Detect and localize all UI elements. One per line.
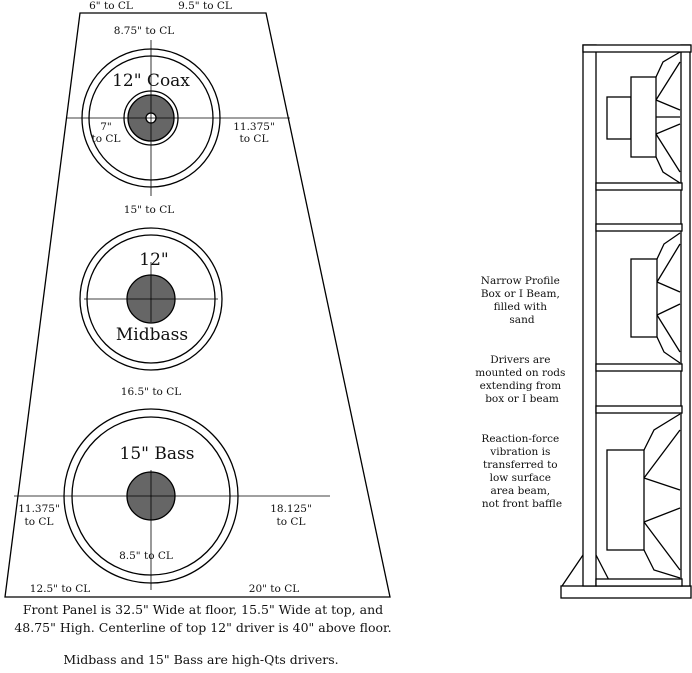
midbass-outer-ring [79,227,223,371]
note-reaction-line: vibration is [489,446,550,458]
note-reaction-line: area beam, [491,485,551,497]
floor-left-dimension: 12.5" to CL [30,583,90,595]
rod-1 [595,182,683,191]
top-right-dimension: 9.5" to CL [178,0,232,12]
note-drivers: Drivers are mounted on rods extending fr… [475,354,569,405]
note-reaction-line: transferred to [483,459,558,471]
note-drivers-line: mounted on rods [475,367,565,379]
coax-left-dimension-unit: to CL [92,133,121,145]
midbass-driver [79,227,223,371]
midbass-title: Midbass [116,325,188,345]
caption-line-3: Midbass and 15" Bass are high-Qts driver… [63,652,338,667]
coax-right-dimension-unit: to CL [240,133,269,145]
note-reaction-line: Reaction-force [481,433,559,445]
rod-3 [595,363,683,372]
bass-side-cone [643,429,681,571]
coax-title: 12" Coax [112,71,190,91]
note-beam-line: sand [509,314,534,326]
midbass-to-bass-dimension: 16.5" to CL [121,386,181,398]
note-beam-line: Box or I Beam, [481,288,560,300]
top-left-dimension: 6" to CL [89,0,133,12]
bass-side-profile [606,413,681,579]
midbass-title-size: 12" [139,250,168,270]
rod-4 [595,405,683,414]
coax-side-profile [606,51,681,184]
bass-right-dimension-unit: to CL [277,516,306,528]
caption-line-2: 48.75" High. Centerline of top 12" drive… [14,620,391,635]
front-baffle-edge [680,44,691,587]
bass-left-dimension-value: 11.375" [18,503,60,515]
note-drivers-line: extending from [480,380,561,392]
note-reaction-line: not front baffle [482,498,562,510]
floor-right-dimension: 20" to CL [249,583,299,595]
top-cap [582,44,692,53]
midbass-side-profile [630,232,681,364]
caption: Front Panel is 32.5" Wide at floor, 15.5… [14,602,391,667]
coax-side-magnet-back [606,96,632,140]
note-beam-line: filled with [494,301,548,313]
front-panel: 6" to CL 9.5" to CL 8.75" to CL 12" Coax… [4,0,391,598]
bass-title: 15" Bass [120,444,195,464]
note-beam: Narrow Profile Box or I Beam, filled wit… [481,275,563,326]
coax-driver [66,40,290,196]
coax-side-magnet [630,76,657,158]
note-drivers-line: Drivers are [490,354,550,366]
bass-driver [14,408,330,590]
rod-5 [595,578,683,587]
coax-to-midbass-dimension: 15" to CL [124,204,174,216]
coax-right-dimension-value: 11.375" [233,121,275,133]
vertical-beam [582,44,597,587]
note-drivers-line: box or I beam [485,393,559,405]
coax-side-frame [655,51,681,184]
notes: Narrow Profile Box or I Beam, filled wit… [475,275,569,510]
floor-plate [560,585,692,599]
front-panel-outline [4,12,391,598]
caption-line-1: Front Panel is 32.5" Wide at floor, 15.5… [23,602,383,617]
coax-left-dimension-value: 7" [100,121,112,133]
rod-2 [595,223,683,232]
midbass-side-frame [656,232,681,364]
bass-side-magnet [606,449,645,551]
midbass-side-cone [656,243,681,353]
bass-left-dimension-unit: to CL [25,516,54,528]
midbass-side-magnet [630,258,658,338]
bass-right-dimension-value: 18.125" [270,503,312,515]
bass-side-frame [643,413,681,579]
coax-top-dimension: 8.75" to CL [114,25,174,37]
note-reaction-line: low surface [490,472,551,484]
bass-bottom-dimension: 8.5" to CL [119,550,173,562]
note-reaction: Reaction-force vibration is transferred … [481,433,562,510]
note-beam-line: Narrow Profile [481,275,560,287]
side-view [560,44,692,599]
coax-side-cone [655,61,681,173]
